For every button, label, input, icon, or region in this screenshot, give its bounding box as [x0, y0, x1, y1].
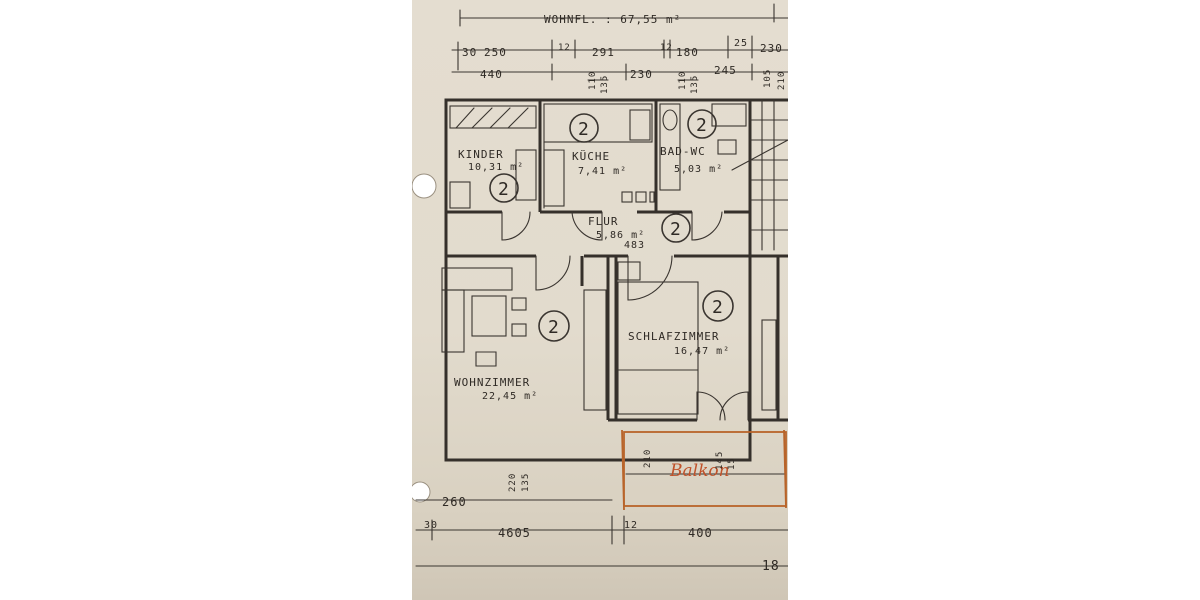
balcony-label: Balkon [669, 461, 730, 481]
punch-hole-bottom [412, 481, 431, 503]
dim-v135b: 135 [690, 75, 700, 94]
dim-4605: 4605 [498, 526, 531, 540]
dim-12a: 12 [558, 43, 571, 53]
room-bad-marker [687, 109, 717, 139]
room-kinder-name: KINDER [458, 148, 504, 161]
dim-400: 400 [688, 526, 713, 540]
room-bad-num: 2 [696, 115, 708, 136]
bottom-dimension-lines [415, 499, 788, 567]
kueche-furniture [543, 103, 655, 209]
dim-30: 30 [462, 46, 477, 59]
room-flur-marker [661, 213, 691, 243]
dim-balkon-210: 15 [727, 457, 737, 470]
kinder-furniture [449, 105, 537, 209]
dim-30b: 30 [424, 520, 438, 531]
room-wohnzimmer-num: 2 [548, 317, 560, 338]
room-kueche-marker [569, 113, 599, 143]
room-kinder-area: 10,31 m² [468, 162, 524, 173]
room-kinder-num: 2 [498, 179, 510, 200]
room-wohnzimmer-area: 22,45 m² [482, 391, 538, 402]
walls [444, 98, 788, 462]
dim-balkon-80: 210 [643, 449, 653, 468]
dim-180: 180 [676, 46, 699, 59]
dim-230b: 230 [630, 68, 653, 81]
room-flur-num: 2 [670, 219, 682, 240]
room-wohnzimmer-name: WOHNZIMMER [454, 376, 530, 389]
floor-plan-drawing: WOHNFL. : 67,55 m² 30 250 12 291 12 180 … [412, 3, 788, 574]
dim-v220: 220 [508, 473, 518, 492]
room-schlafzimmer-area: 16,47 m² [674, 346, 730, 357]
dim-v135c: 135 [521, 473, 531, 492]
room-bad-name: BAD-WC [660, 145, 706, 158]
wohnzimmer-furniture [441, 267, 607, 411]
room-bad-area: 5,03 m² [674, 164, 723, 175]
punch-hole-top [412, 173, 437, 199]
room-schlafzimmer-marker [702, 290, 734, 322]
balcony-outline [621, 429, 787, 511]
room-flur-area: 5,86 m² [596, 230, 645, 241]
dim-260: 260 [442, 495, 467, 509]
room-kueche-name: KÜCHE [572, 150, 610, 163]
dim-18: 18 [762, 559, 780, 574]
room-kinder-marker [489, 173, 519, 203]
dim-25: 25 [734, 38, 748, 49]
dim-12b: 12 [660, 43, 673, 53]
room-kueche-num: 2 [578, 119, 590, 140]
dim-440: 440 [480, 68, 503, 81]
door-swings [501, 211, 749, 421]
dim-245: 245 [714, 64, 737, 77]
room-flur-dim: 483 [624, 240, 645, 251]
dim-291: 291 [592, 46, 615, 59]
room-flur-name: FLUR [588, 215, 619, 228]
room-wohnzimmer-marker [538, 310, 570, 342]
room-kueche-area: 7,41 m² [578, 166, 627, 177]
dim-250: 250 [484, 46, 507, 59]
top-dimension-lines [451, 3, 788, 81]
dim-balkon-130: 145 [715, 451, 725, 470]
room-schlafzimmer-name: SCHLAFZIMMER [628, 330, 719, 343]
floor-plan-photo: WOHNFL. : 67,55 m² 30 250 12 291 12 180 … [412, 0, 788, 600]
dim-v105: 105 [763, 69, 773, 88]
dim-12c: 12 [624, 520, 638, 531]
plan-title: WOHNFL. : 67,55 m² [544, 13, 681, 26]
room-schlafzimmer-num: 2 [712, 297, 724, 318]
dim-v210: 210 [777, 71, 787, 90]
dim-v135a: 135 [600, 75, 610, 94]
dim-230a: 230 [760, 42, 783, 55]
schlafzimmer-furniture [617, 261, 777, 415]
